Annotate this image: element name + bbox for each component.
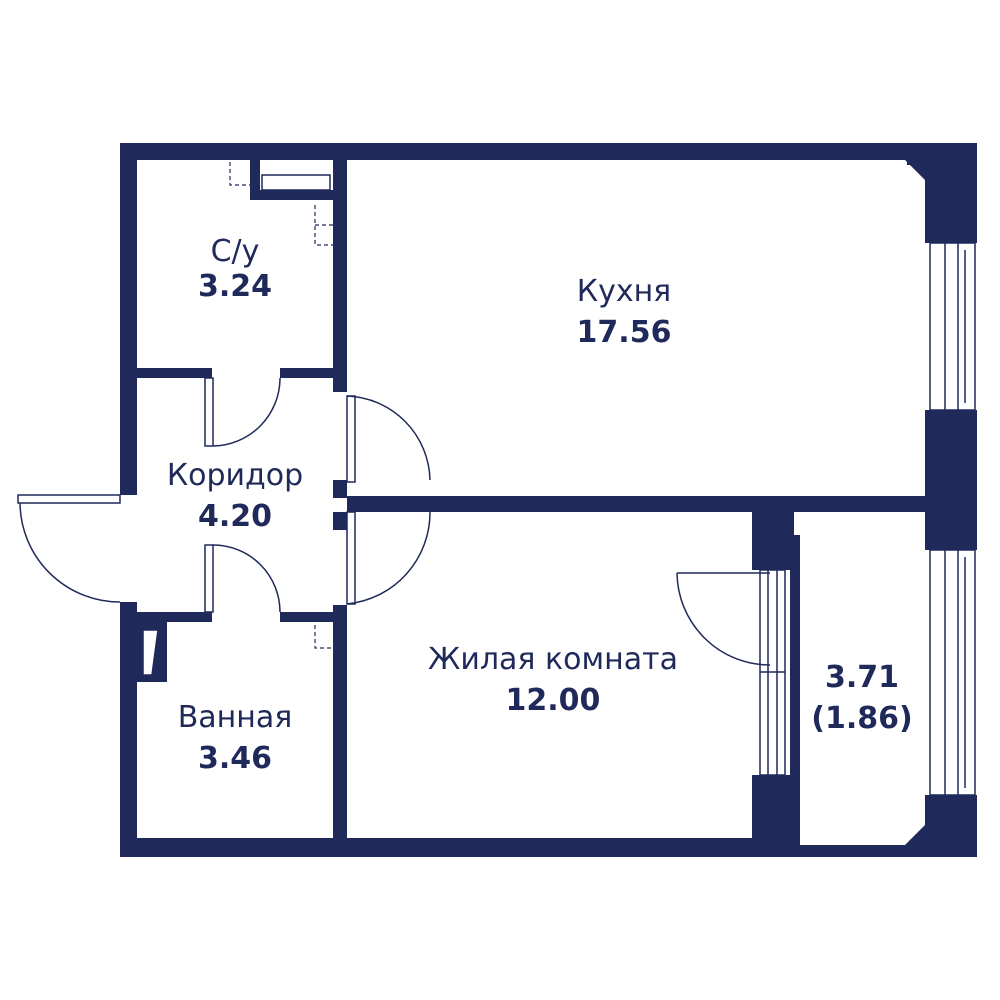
room-area: 4.20 <box>197 499 273 534</box>
kitchen-window <box>929 242 976 411</box>
room-area: 3.71 <box>824 660 900 695</box>
room-name: С/у <box>210 234 260 269</box>
room-area: 17.56 <box>576 315 672 350</box>
wc-fixtures <box>229 162 333 246</box>
bathroom-door <box>204 544 281 613</box>
room-area: 3.24 <box>197 269 273 304</box>
wc-label: С/у 3.24 <box>198 234 272 304</box>
kitchen-label: Кухня 17.56 <box>577 274 672 350</box>
room-area-reduced: (1.86) <box>811 701 913 736</box>
kitchen-door <box>346 395 431 483</box>
room-name: Ванная <box>177 700 293 735</box>
wc-door <box>204 377 281 447</box>
corridor-label: Коридор 4.20 <box>167 458 303 534</box>
balcony-window <box>929 549 976 796</box>
balcony-door-frame <box>759 569 786 776</box>
bathroom-fixtures <box>142 625 333 676</box>
exterior-walls <box>120 143 977 857</box>
room-area: 3.46 <box>197 741 273 776</box>
bathroom-label: Ванная 3.46 <box>178 700 293 776</box>
balcony-label: 3.71 (1.86) <box>811 660 912 736</box>
living-door <box>346 511 431 605</box>
room-area: 12.00 <box>505 683 601 718</box>
room-name: Жилая комната <box>428 642 678 677</box>
entrance-door <box>17 494 121 603</box>
room-name: Кухня <box>576 274 672 309</box>
interior-walls <box>137 160 925 838</box>
living-room-label: Жилая комната 12.00 <box>428 642 678 718</box>
room-name: Коридор <box>166 458 304 493</box>
balcony-door <box>676 572 771 666</box>
